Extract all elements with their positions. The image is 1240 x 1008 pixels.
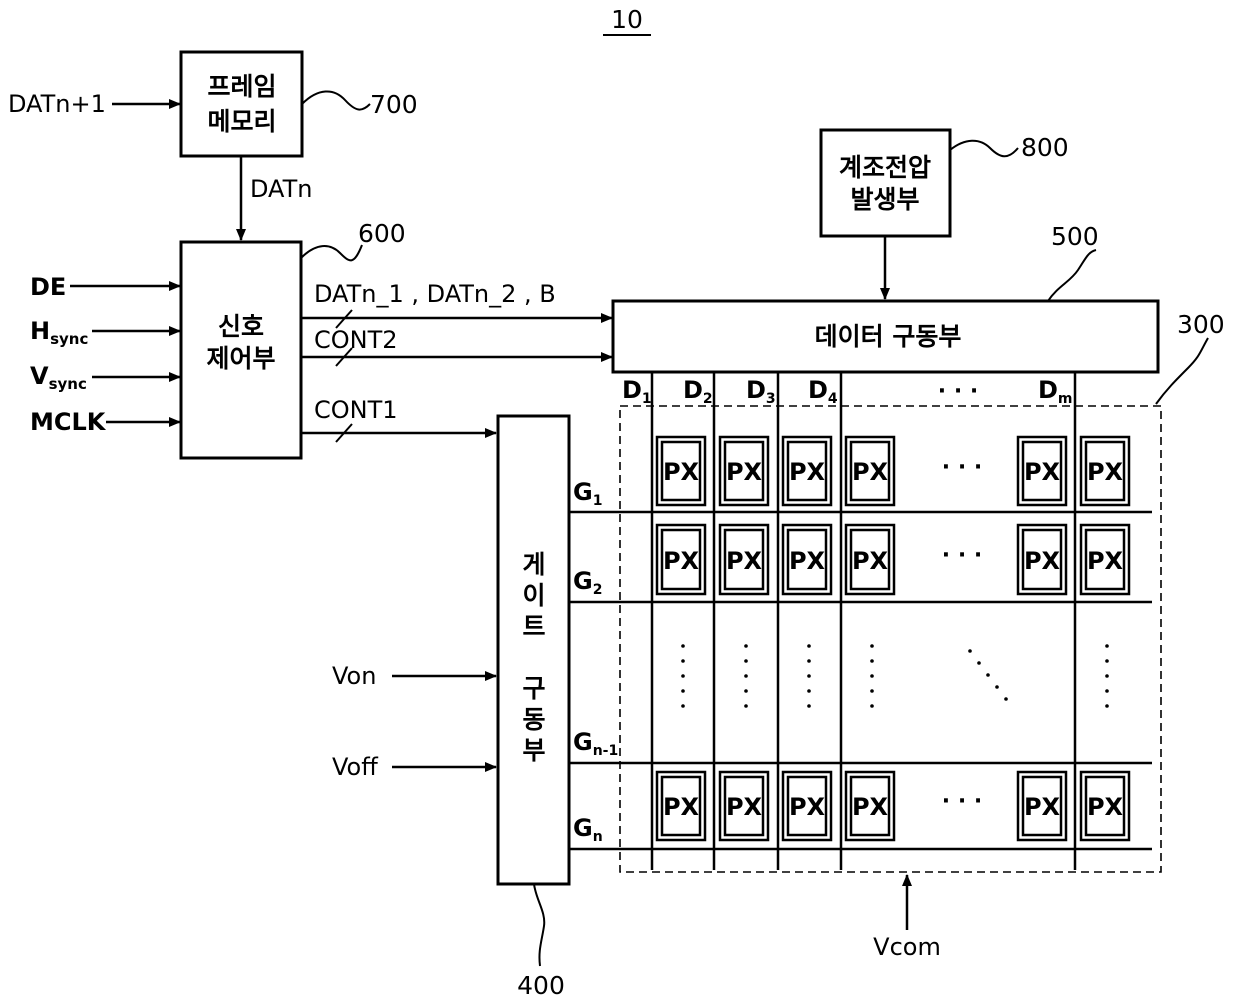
svg-text:PX: PX [663, 547, 700, 575]
svg-text:PX: PX [663, 458, 700, 486]
data-driver-label: 데이터 구동부 [815, 322, 962, 351]
pixel-row-ellipsis: · · · [942, 543, 982, 568]
svg-text:PX: PX [1087, 547, 1124, 575]
pixel-cell: PX [1018, 525, 1066, 594]
data-line-label-dm: Dm [1038, 376, 1073, 407]
voff-label: Voff [332, 753, 378, 781]
pixel-cell: PX [783, 772, 831, 840]
svg-text:PX: PX [663, 793, 700, 821]
de-label: DE [30, 273, 66, 301]
svg-text:PX: PX [852, 458, 889, 486]
data-line-label-d4: D4 [808, 376, 838, 407]
svg-text:PX: PX [1024, 547, 1061, 575]
frame-output-label: DATn [250, 175, 312, 203]
vsync-label: Vsync [30, 362, 87, 393]
cont2-label: CONT2 [314, 326, 398, 354]
svg-text:PX: PX [852, 793, 889, 821]
gate-driver-ref: 400 [517, 971, 565, 1000]
pixel-cell: PX [783, 437, 831, 505]
gate-driver-char-5: 동 [522, 705, 545, 734]
gate-line-label-gn: Gn [573, 814, 603, 845]
pixel-cell: PX [720, 772, 768, 840]
gamma-voltage-generator-label-line2: 발생부 [850, 185, 919, 214]
gate-driver-char-1: 게 [522, 550, 545, 579]
gamma-voltage-generator-block: 계조전압 발생부 [821, 130, 950, 236]
pixel-cell: PX [1081, 437, 1129, 505]
gamma-ref-leader [950, 141, 1018, 157]
data-driver-ref: 500 [1051, 222, 1099, 251]
frame-memory-ref-leader [302, 91, 370, 109]
pixel-cell: PX [1018, 772, 1066, 840]
display-panel-ref: 300 [1177, 310, 1225, 339]
frame-memory-block: 프레임 메모리 [181, 52, 302, 156]
pixel-row-ellipsis: · · · [942, 789, 982, 814]
pixel-cell: PX [657, 437, 705, 505]
svg-text:PX: PX [1024, 793, 1061, 821]
signal-controller-label-line2: 제어부 [206, 344, 275, 373]
pixel-row-1: PX PX PX PX · · · PX PX [657, 437, 1129, 505]
svg-text:PX: PX [1024, 458, 1061, 486]
frame-memory-label-line2: 메모리 [207, 107, 276, 136]
pixel-row-n: PX PX PX PX · · · PX PX [657, 772, 1129, 840]
figure-number: 10 [611, 5, 643, 34]
data-bus-label: DATn_1 , DATn_2 , B [314, 280, 556, 308]
svg-text:PX: PX [1087, 458, 1124, 486]
gate-driver-char-3: 트 [522, 612, 545, 641]
data-line-label-d2: D2 [683, 376, 713, 407]
signal-controller-ref-leader [301, 245, 362, 260]
gate-line-label-g2: G2 [573, 567, 602, 598]
gamma-ref: 800 [1021, 133, 1069, 162]
gate-driver-ref-leader [534, 884, 544, 966]
gate-driver-char-4: 구 [522, 674, 545, 703]
gate-line-label-gn-1: Gn-1 [573, 728, 618, 759]
gate-driver-char-2: 이 [522, 581, 545, 610]
signal-controller-ref: 600 [358, 219, 406, 248]
pixel-cell: PX [657, 525, 705, 594]
svg-text:PX: PX [789, 458, 826, 486]
hsync-label: Hsync [30, 317, 88, 348]
display-panel-ref-leader [1156, 338, 1208, 404]
pixel-cell: PX [846, 525, 894, 594]
pixel-cell: PX [1018, 437, 1066, 505]
svg-text:PX: PX [726, 547, 763, 575]
pixel-row-2: PX PX PX PX · · · PX PX [657, 525, 1129, 594]
svg-text:PX: PX [726, 793, 763, 821]
frame-memory-label-line1: 프레임 [207, 72, 276, 101]
frame-input-label: DATn+1 [8, 90, 106, 118]
gate-driver-block: 게 이 트 구 동 부 [498, 416, 569, 884]
gate-line-label-g1: G1 [573, 478, 602, 509]
data-driver-block: 데이터 구동부 [613, 301, 1158, 372]
pixel-cell: PX [720, 525, 768, 594]
svg-text:PX: PX [726, 458, 763, 486]
data-line-label-d1: D1 [622, 376, 652, 407]
svg-text:PX: PX [789, 793, 826, 821]
data-line-label-d3: D3 [746, 376, 776, 407]
pixel-row-ellipsis: · · · [942, 455, 982, 480]
data-driver-ref-leader [1048, 250, 1096, 301]
cont1-label: CONT1 [314, 396, 398, 424]
frame-memory-ref: 700 [370, 90, 418, 119]
vertical-ellipsis [681, 644, 1109, 708]
pixel-cell: PX [720, 437, 768, 505]
gate-driver-char-6: 부 [522, 736, 545, 765]
svg-text:PX: PX [1087, 793, 1124, 821]
svg-text:PX: PX [852, 547, 889, 575]
gamma-voltage-generator-label-line1: 계조전압 [839, 153, 931, 182]
signal-controller-label-line1: 신호 [218, 312, 264, 341]
signal-controller-block: 신호 제어부 [181, 242, 301, 458]
vcom-label: Vcom [873, 933, 941, 961]
mclk-label: MCLK [30, 408, 107, 436]
pixel-cell: PX [1081, 772, 1129, 840]
pixel-cell: PX [846, 772, 894, 840]
pixel-cell: PX [846, 437, 894, 505]
pixel-cell: PX [783, 525, 831, 594]
von-label: Von [332, 662, 376, 690]
data-line-ellipsis: · · · [938, 379, 978, 404]
pixel-cell: PX [1081, 525, 1129, 594]
pixel-cell: PX [657, 772, 705, 840]
svg-text:PX: PX [789, 547, 826, 575]
